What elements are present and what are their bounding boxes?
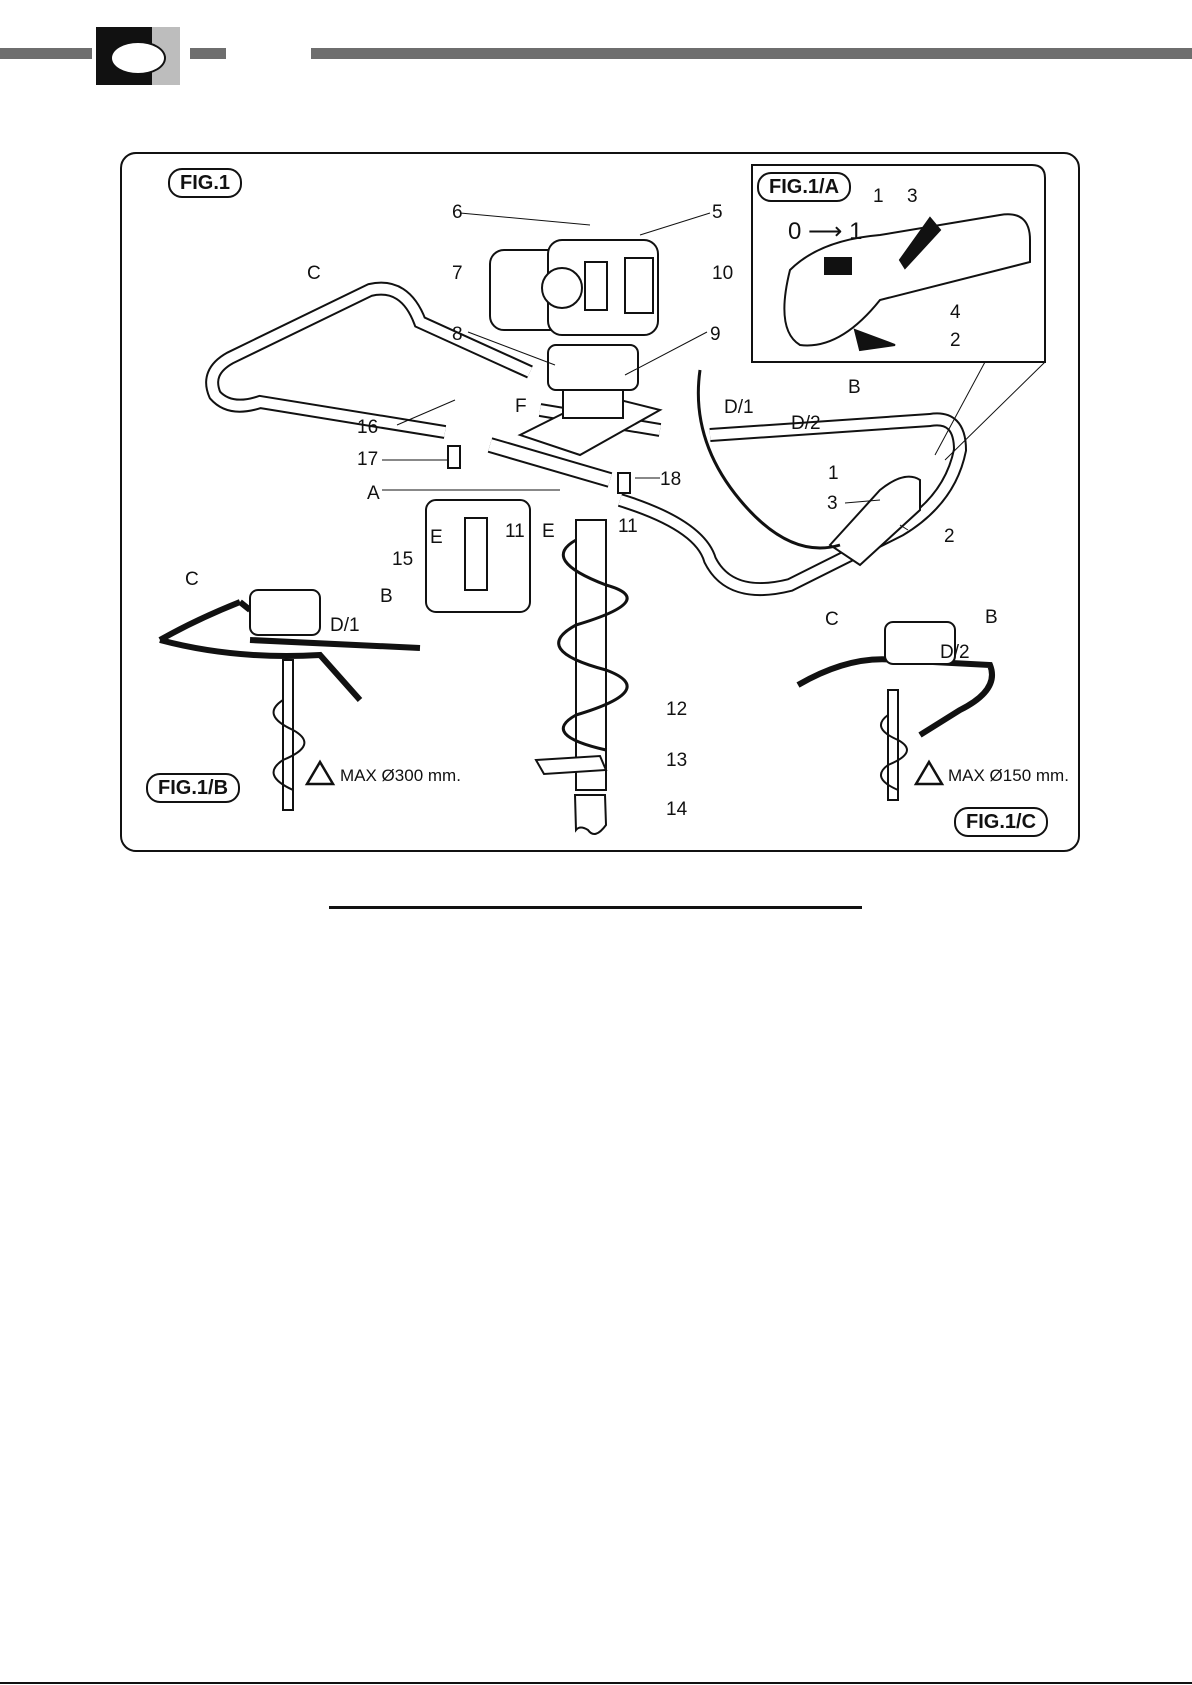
callout-11-auger: 11 xyxy=(618,517,638,536)
caption-rule xyxy=(329,906,862,909)
callout-d2-main: D/2 xyxy=(791,414,821,433)
callout-13: 13 xyxy=(666,751,687,770)
callout-6: 6 xyxy=(452,203,463,222)
inset-a-switch-label: 0 ⟶ 1 xyxy=(788,220,862,244)
callout-a: A xyxy=(367,484,380,503)
fig-1c-tag: FIG.1/C xyxy=(954,807,1048,837)
inset-c-callout-b: B xyxy=(985,608,998,627)
inset-c-callout-c: C xyxy=(825,610,839,629)
callout-15: 15 xyxy=(392,550,413,569)
callout-1-main: 1 xyxy=(828,464,839,483)
callout-17: 17 xyxy=(357,450,378,469)
callout-16: 16 xyxy=(357,418,378,437)
callout-e-auger: E xyxy=(542,522,555,541)
callout-2-main: 2 xyxy=(944,527,955,546)
callout-3-main: 3 xyxy=(827,494,838,513)
footer-rule xyxy=(0,1682,1192,1684)
callout-c-main: C xyxy=(307,264,321,283)
inset-c-callout-d2: D/2 xyxy=(940,643,970,662)
callout-b-main: B xyxy=(848,378,861,397)
inset-a-callout-3: 3 xyxy=(907,187,918,206)
callout-10: 10 xyxy=(712,264,733,283)
inset-b-callout-b: B xyxy=(380,587,393,606)
callout-8: 8 xyxy=(452,325,463,344)
inset-c-max-warning: MAX Ø150 mm. xyxy=(948,766,1069,786)
inset-a-callout-2: 2 xyxy=(950,331,961,350)
inset-b-callout-d1: D/1 xyxy=(330,616,360,635)
callout-5: 5 xyxy=(712,203,723,222)
callout-e-adapter: E xyxy=(430,528,443,547)
inset-c-max-text: MAX Ø150 mm. xyxy=(948,766,1069,786)
inset-b-max-warning: MAX Ø300 mm. xyxy=(340,766,461,786)
fig-1-tag: FIG.1 xyxy=(168,168,242,198)
inset-a-callout-4: 4 xyxy=(950,303,961,322)
auger-illustration xyxy=(0,0,1192,900)
fig-1b-tag: FIG.1/B xyxy=(146,773,240,803)
fig-1a-tag: FIG.1/A xyxy=(757,172,851,202)
inset-a-callout-1: 1 xyxy=(873,187,884,206)
callout-9: 9 xyxy=(710,325,721,344)
inset-b-callout-c: C xyxy=(185,570,199,589)
inset-b-max-text: MAX Ø300 mm. xyxy=(340,766,461,786)
callout-f: F xyxy=(515,397,527,416)
callout-18: 18 xyxy=(660,470,681,489)
callout-7: 7 xyxy=(452,264,463,283)
callout-12: 12 xyxy=(666,700,687,719)
callout-14: 14 xyxy=(666,800,687,819)
callout-d1-main: D/1 xyxy=(724,398,754,417)
callout-11-adapter: 11 xyxy=(505,522,525,541)
